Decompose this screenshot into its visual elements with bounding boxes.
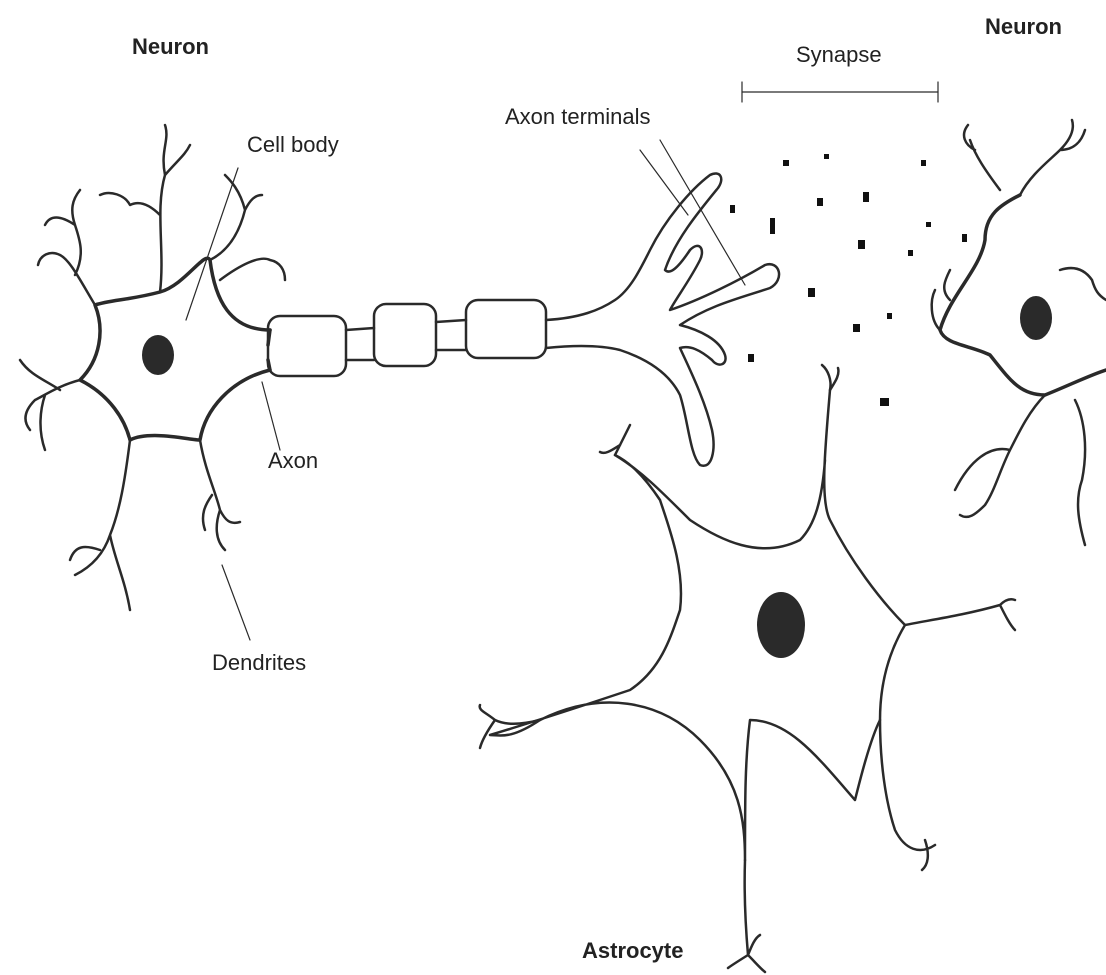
myelin-sheath-3: [466, 300, 546, 358]
astrocyte-process-bottom-right: [880, 720, 935, 870]
right-neuron-nucleus: [1020, 296, 1052, 340]
right-neuron: [932, 120, 1106, 545]
leader-lines: [186, 82, 938, 640]
left-dendrite-top: [100, 125, 190, 292]
left-dendrite-top-left: [38, 190, 95, 305]
left-dendrite-top-right: [210, 175, 285, 280]
axon-node-1: [346, 328, 374, 360]
left-dendrite-left: [20, 360, 80, 450]
label-dendrites: Dendrites: [212, 650, 306, 676]
label-neuron-right: Neuron: [985, 14, 1062, 40]
right-dendrite-top: [964, 120, 1085, 195]
astrocyte-process-bottom: [728, 860, 765, 972]
right-dendrite-right: [1060, 268, 1106, 300]
myelin-sheath-1: [268, 316, 346, 376]
axon-terminals-leader-1: [640, 150, 688, 215]
left-neuron: [20, 125, 779, 610]
axon-leader: [262, 382, 280, 450]
astrocyte-process-top-left: [600, 425, 630, 455]
left-neuron-nucleus: [142, 335, 174, 375]
dendrites-leader: [222, 565, 250, 640]
left-dendrite-bottom: [200, 440, 240, 550]
right-neuron-cell-body: [940, 195, 1106, 395]
left-neuron-cell-body: [80, 258, 270, 440]
axon-node-2: [436, 320, 466, 350]
label-axon: Axon: [268, 448, 318, 474]
label-axon-terminals: Axon terminals: [505, 104, 651, 130]
label-cell-body: Cell body: [247, 132, 339, 158]
astrocyte: [480, 365, 1015, 972]
left-dendrite-bottom-left: [70, 440, 130, 610]
axon-terminals: [546, 173, 779, 465]
myelin-sheath-2: [374, 304, 436, 366]
astrocyte-process-right: [905, 599, 1015, 630]
astrocyte-nucleus: [757, 592, 805, 658]
astrocyte-process-top: [822, 365, 838, 390]
label-astrocyte: Astrocyte: [582, 938, 683, 964]
synapse-neurotransmitters: [730, 154, 967, 406]
right-dendrite-left: [932, 270, 950, 330]
label-neuron-left: Neuron: [132, 34, 209, 60]
right-dendrite-bottom: [955, 395, 1085, 545]
label-synapse: Synapse: [796, 42, 882, 68]
